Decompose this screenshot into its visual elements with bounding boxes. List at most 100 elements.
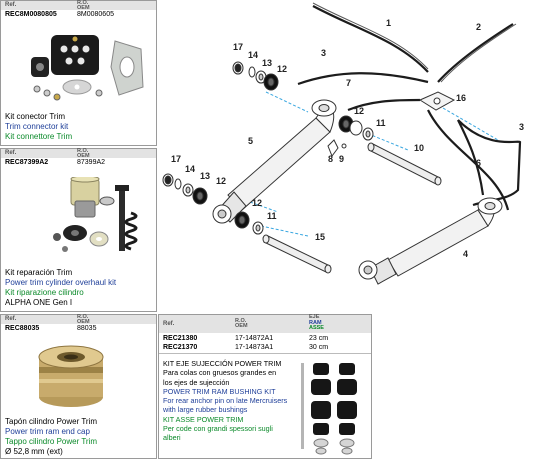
callout-14b: 14 <box>185 164 195 174</box>
desc-spanish: Kit reparación Trim <box>5 268 73 277</box>
callout-12c: 12 <box>216 176 226 186</box>
trim-cylinder-4 <box>358 197 503 285</box>
callout-9: 9 <box>339 154 344 164</box>
bushing-set-middle <box>338 115 374 141</box>
table-cell-oem: 17-14872A1 <box>235 335 274 342</box>
table-cell-oem: 17-14873A1 <box>235 344 274 351</box>
ref-label: Ref. <box>5 2 17 8</box>
bracket-8-9 <box>327 139 347 158</box>
desc-spanish: Kit conector Trim <box>5 112 66 121</box>
desc-diameter: Ø 52,8 mm (ext) <box>5 447 63 456</box>
hose-3-upper <box>297 72 429 86</box>
callout-10: 10 <box>414 143 424 153</box>
table-cell-eje: 30 cm <box>309 344 329 351</box>
panel-description: Kit conector Trim Trim connector kit Kit… <box>5 112 72 142</box>
callout-3b: 3 <box>519 122 524 132</box>
desc-italian: Tappo cilindro Power Trim <box>5 437 98 446</box>
panel-header: Ref. R.O.OEM <box>1 0 156 11</box>
callout-17: 17 <box>233 42 243 52</box>
ref-code: REC8M0080805 <box>5 11 57 18</box>
callout-14: 14 <box>248 50 258 60</box>
divider <box>159 353 371 354</box>
table-cell-eje: 23 cm <box>309 335 329 342</box>
callout-6: 6 <box>476 158 481 168</box>
manifold-16 <box>418 91 456 111</box>
product-panel-cylinder-overhaul: Ref. R.O.OEM REC87399A2 87399A2 Kit repa… <box>0 148 157 312</box>
callout-17b: 17 <box>171 154 181 164</box>
desc-italian-1: Per code con grandi spessori sugli <box>163 424 273 434</box>
desc-spanish: Tapón cilindro Power Trim <box>5 417 98 426</box>
ref-label: Ref. <box>163 321 175 327</box>
desc-italian-2: alberi <box>163 433 181 443</box>
callout-13b: 13 <box>200 171 210 181</box>
desc-model: ALPHA ONE Gen I <box>5 298 73 307</box>
table-row: REC21370 <box>163 344 198 351</box>
ro-oem-label: R.O.OEM <box>77 314 90 325</box>
trim-cylinder-5 <box>212 99 337 224</box>
desc-italian: Kit riparazione cilindro <box>5 288 84 297</box>
desc-spanish-1: Para colas con gruesos grandes en <box>163 368 277 378</box>
callout-numbers: 1 2 3 3 4 5 6 7 8 9 10 11 11 12 12 12 12… <box>171 18 524 259</box>
desc-english: Trim connector kit <box>5 122 69 131</box>
desc-english-2: with large rubber bushings <box>163 405 248 415</box>
hose-6b <box>427 109 510 211</box>
bushing-set-left <box>162 173 208 205</box>
callout-5: 5 <box>248 136 253 146</box>
ram-bushing-kit-image <box>301 363 357 455</box>
hose-2 <box>437 23 514 83</box>
panel-description: KIT EJE SUJECCIÓN POWER TRIM Para colas … <box>163 359 299 443</box>
desc-italian: Kit connettore Trim <box>5 132 73 141</box>
title-spanish: KIT EJE SUJECCIÓN POWER TRIM <box>163 359 282 368</box>
table-row: REC21380 <box>163 335 198 342</box>
hose-1 <box>312 5 429 73</box>
ro-oem-label: R.O.OEM <box>235 318 248 329</box>
ref-label: Ref. <box>5 316 17 322</box>
title-english: POWER TRIM RAM BUSHING KIT <box>163 386 276 396</box>
callout-12d: 12 <box>252 198 262 208</box>
callout-4: 4 <box>463 249 468 259</box>
callout-7: 7 <box>346 78 351 88</box>
ro-oem-label: R.O.OEM <box>77 0 90 11</box>
desc-english: Power trim cylinder overhaul kit <box>5 278 117 287</box>
hose-3-right <box>457 119 522 207</box>
callout-15: 15 <box>315 232 325 242</box>
panel-header: Ref. R.O.OEM <box>1 148 156 159</box>
ref-code: REC87399A2 <box>5 159 49 166</box>
oem-code: 8M0080605 <box>77 11 114 18</box>
pin-10 <box>367 142 442 186</box>
callout-12: 12 <box>277 64 287 74</box>
panel-header: Ref. R.O.OEM <box>1 314 156 325</box>
desc-english: Power trim ram end cap <box>5 427 90 436</box>
callout-3: 3 <box>321 48 326 58</box>
bushing-set-lower <box>234 211 264 235</box>
ref-label: Ref. <box>5 150 17 156</box>
callout-13: 13 <box>262 58 272 68</box>
power-trim-exploded-diagram: 1 2 3 3 4 5 6 7 8 9 10 11 11 12 12 12 12… <box>162 2 524 285</box>
callout-16: 16 <box>456 93 466 103</box>
bushing-set-upper <box>232 61 279 91</box>
oem-code: 87399A2 <box>77 159 106 166</box>
product-panel-ram-end-cap: Ref. R.O.OEM REC88035 88035 Tapón cilind… <box>0 314 157 459</box>
desc-spanish-2: los ejes de sujección <box>163 377 230 387</box>
cylinder-overhaul-kit-image <box>53 177 138 252</box>
callout-11b: 11 <box>267 211 277 221</box>
hose-7 <box>347 98 421 112</box>
product-panel-trim-connector: Ref. R.O.OEM REC8M0080805 8M0080605 Kit … <box>0 0 157 146</box>
callout-11: 11 <box>376 118 386 128</box>
callout-8: 8 <box>328 154 333 164</box>
callout-12b: 12 <box>354 106 364 116</box>
panel-description: Tapón cilindro Power Trim Power trim ram… <box>5 417 97 457</box>
ro-oem-label: R.O.OEM <box>77 148 90 159</box>
callout-2: 2 <box>476 22 481 32</box>
title-italian: KIT ASSE POWER TRIM <box>163 414 244 424</box>
ram-end-cap-image <box>38 345 104 407</box>
ref-code: REC88035 <box>5 325 40 332</box>
panel-description: Kit reparación Trim Power trim cylinder … <box>5 268 116 308</box>
oem-code: 88035 <box>77 325 97 332</box>
desc-english-1: For rear anchor pin on late Mercruisers <box>163 396 288 406</box>
trim-connector-kit-image <box>31 35 144 101</box>
callout-1: 1 <box>386 18 391 28</box>
